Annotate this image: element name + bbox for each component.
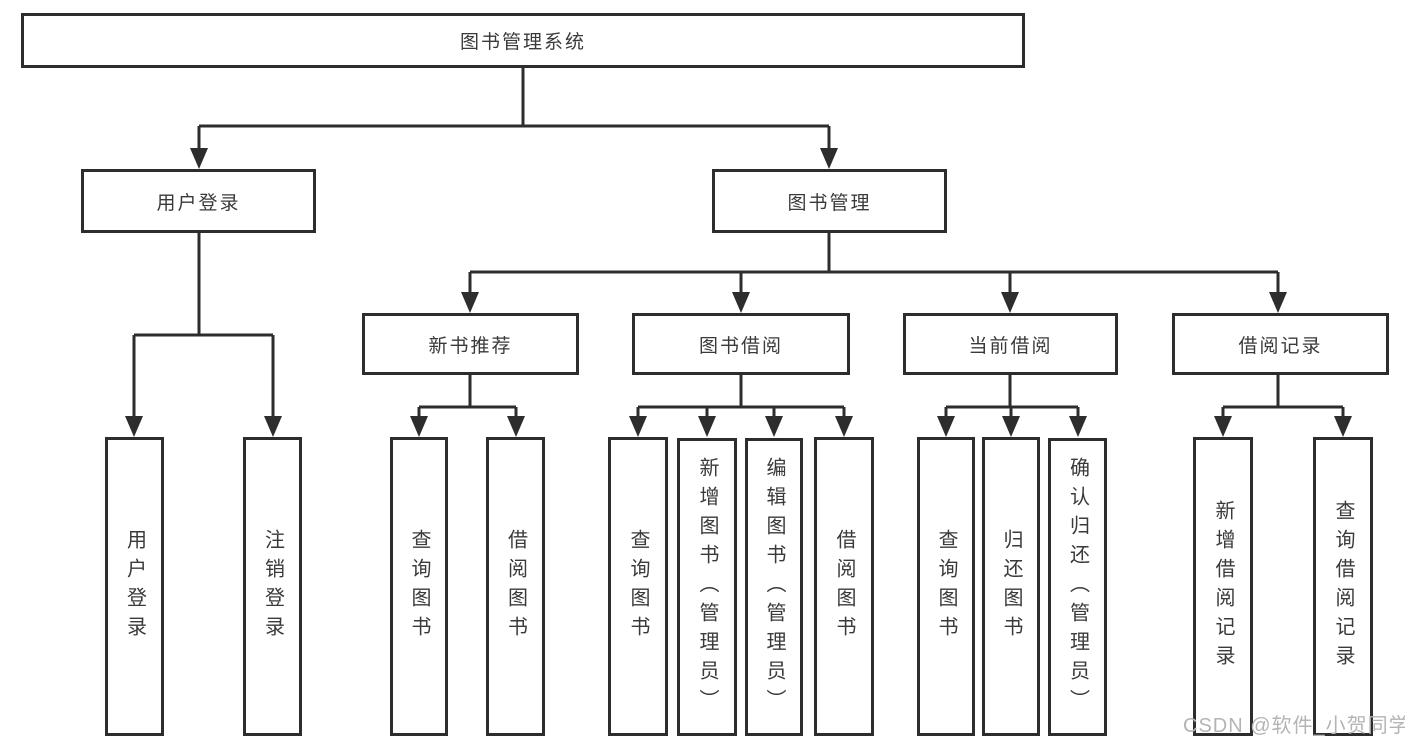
node-borrow-record-label: 借阅记录	[1238, 335, 1323, 357]
leaf-bb-query-label: 查询图书	[627, 528, 649, 645]
leaf-user-login: 用户登录	[105, 437, 164, 736]
leaf-bb-add: 新增图书（管理员）	[677, 438, 737, 736]
node-book-mgmt: 图书管理	[712, 169, 947, 233]
leaf-logout: 注销登录	[243, 437, 302, 736]
leaf-nb-query-label: 查询图书	[408, 528, 430, 645]
leaf-br-add: 新增借阅记录	[1193, 437, 1253, 736]
leaf-user-login-label: 用户登录	[123, 528, 146, 645]
node-user-login-label: 用户登录	[156, 192, 241, 214]
node-user-login: 用户登录	[81, 169, 316, 233]
node-new-book-rec: 新书推荐	[362, 313, 579, 375]
node-book-borrow: 图书借阅	[632, 313, 850, 375]
leaf-nb-borrow: 借阅图书	[486, 437, 545, 736]
leaf-bb-query: 查询图书	[608, 437, 668, 736]
leaf-cb-confirm-label: 确认归还（管理员）	[1066, 456, 1089, 718]
leaf-bb-edit-label: 编辑图书（管理员）	[763, 456, 785, 718]
leaf-br-query: 查询借阅记录	[1313, 437, 1373, 736]
leaf-cb-query: 查询图书	[917, 437, 975, 736]
leaf-bb-edit: 编辑图书（管理员）	[745, 438, 803, 736]
leaf-cb-return: 归还图书	[982, 437, 1040, 736]
leaf-bb-borrow: 借阅图书	[814, 437, 874, 736]
node-book-borrow-label: 图书借阅	[698, 335, 783, 357]
node-current-borrow: 当前借阅	[903, 313, 1118, 375]
leaf-bb-add-label: 新增图书（管理员）	[696, 456, 718, 718]
leaf-bb-borrow-label: 借阅图书	[833, 528, 855, 645]
node-new-book-rec-label: 新书推荐	[428, 335, 513, 357]
leaf-cb-confirm: 确认归还（管理员）	[1048, 438, 1107, 736]
leaf-cb-query-label: 查询图书	[935, 528, 957, 645]
leaf-br-add-label: 新增借阅记录	[1212, 499, 1234, 674]
node-book-mgmt-label: 图书管理	[787, 192, 872, 214]
node-borrow-record: 借阅记录	[1172, 313, 1389, 375]
node-current-borrow-label: 当前借阅	[968, 335, 1053, 357]
leaf-br-query-label: 查询借阅记录	[1332, 499, 1354, 674]
csdn-watermark: CSDN @软件_小贺同学	[1183, 715, 1405, 737]
leaf-logout-label: 注销登录	[261, 528, 284, 645]
node-root-label: 图书管理系统	[459, 32, 586, 53]
leaf-cb-return-label: 归还图书	[1000, 528, 1022, 645]
leaf-nb-borrow-label: 借阅图书	[504, 528, 527, 645]
node-root: 图书管理系统	[21, 13, 1025, 68]
leaf-nb-query: 查询图书	[390, 437, 448, 736]
